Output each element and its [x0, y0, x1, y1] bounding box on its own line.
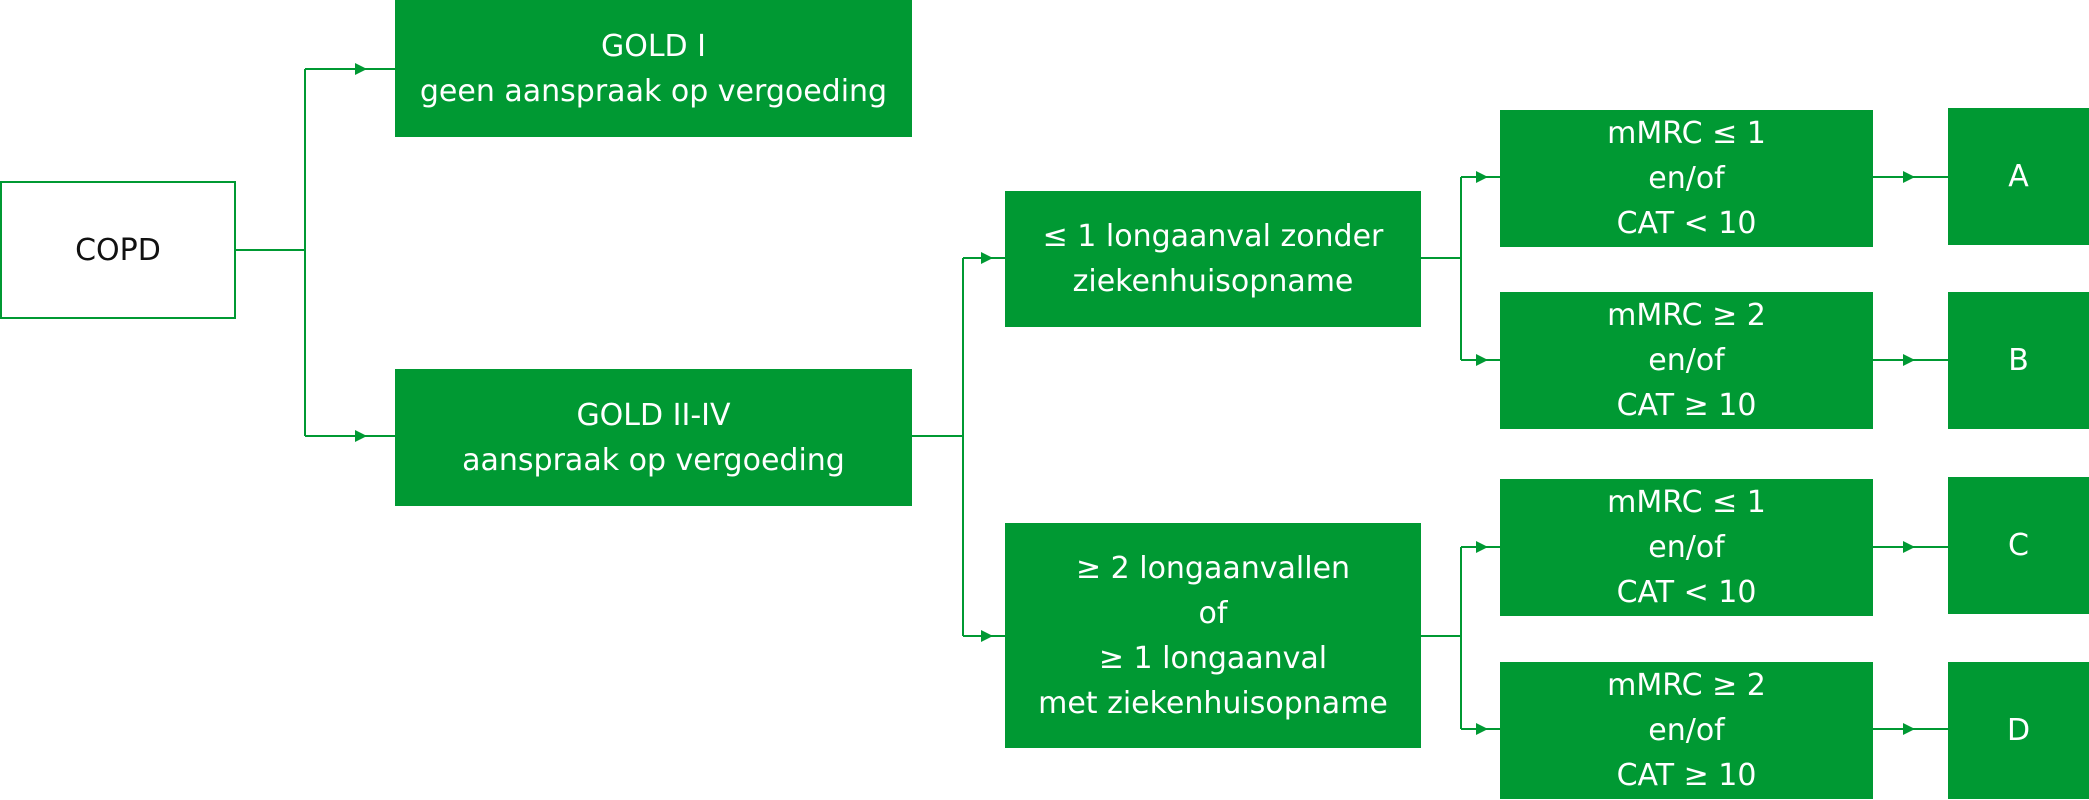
arrow-exacerbation-high [981, 630, 993, 642]
exacerbation-low-line-2: ziekenhuisopname [1072, 264, 1354, 299]
group-c-node: C [1948, 477, 2089, 614]
arrow-gold-i [355, 63, 367, 75]
copd-node: COPD [0, 181, 236, 319]
gold-ii-iv-line-2: aanspraak op vergoeding [462, 442, 845, 478]
gold-ii-iv-line-1: GOLD II-IV [576, 397, 731, 433]
exacerbation-low-node: ≤ 1 longaanval zonder ziekenhuisopname [1005, 191, 1421, 327]
criteria-node-2: mMRC ≥ 2 en/of CAT ≥ 10 [1500, 292, 1873, 429]
exacerbation-low-line-1: ≤ 1 longaanval zonder [1042, 219, 1384, 254]
group-b-node: B [1948, 292, 2089, 429]
criteria-1-connector: en/of [1648, 161, 1725, 196]
gold-i-node: GOLD I geen aanspraak op vergoeding [395, 0, 912, 137]
exacerbation-high-line-4: met ziekenhuisopname [1038, 685, 1388, 721]
connector-gold-ii-iv [912, 257, 1005, 637]
arrow-group-b [1903, 354, 1915, 366]
criteria-4-connector: en/of [1648, 713, 1725, 748]
group-d-node: D [1948, 662, 2089, 799]
criteria-node-3: mMRC ≤ 1 en/of CAT < 10 [1500, 479, 1873, 616]
criteria-4-mmrc: mMRC ≥ 2 [1607, 668, 1766, 703]
arrow-group-c [1903, 541, 1915, 553]
criteria-4-cat: CAT ≥ 10 [1616, 758, 1757, 793]
copd-label: COPD [75, 232, 161, 268]
criteria-3-cat: CAT < 10 [1616, 575, 1757, 610]
group-d-label: D [2006, 713, 2031, 748]
arrow-criteria-1 [1476, 171, 1488, 183]
gold-ii-iv-node: GOLD II-IV aanspraak op vergoeding [395, 369, 912, 506]
connector-copd [236, 68, 395, 437]
arrow-criteria-2 [1476, 354, 1488, 366]
group-a-node: A [1948, 108, 2089, 245]
criteria-3-mmrc: mMRC ≤ 1 [1607, 485, 1766, 520]
arrow-gold-ii-iv [355, 430, 367, 442]
exacerbation-high-line-3: ≥ 1 longaanval [1098, 640, 1328, 676]
criteria-node-1: mMRC ≤ 1 en/of CAT < 10 [1500, 110, 1873, 247]
criteria-1-cat: CAT < 10 [1616, 206, 1757, 241]
group-c-label: C [2008, 528, 2029, 563]
criteria-3-connector: en/of [1648, 530, 1725, 565]
criteria-2-cat: CAT ≥ 10 [1616, 388, 1757, 423]
criteria-2-connector: en/of [1648, 343, 1725, 378]
group-b-label: B [2008, 343, 2029, 378]
exacerbation-high-line-1: ≥ 2 longaanvallen [1075, 550, 1351, 586]
criteria-node-4: mMRC ≥ 2 en/of CAT ≥ 10 [1500, 662, 1873, 799]
group-a-label: A [2008, 159, 2029, 194]
gold-i-line-1: GOLD I [600, 28, 707, 64]
criteria-2-mmrc: mMRC ≥ 2 [1607, 298, 1766, 333]
connector-exacerbation-high [1421, 546, 1500, 730]
connector-exacerbation-low [1421, 176, 1500, 361]
exacerbation-high-line-2: of [1198, 595, 1228, 631]
arrow-group-a [1903, 171, 1915, 183]
arrow-group-d [1903, 723, 1915, 735]
gold-i-line-2: geen aanspraak op vergoeding [419, 73, 888, 109]
arrow-criteria-3 [1476, 541, 1488, 553]
criteria-1-mmrc: mMRC ≤ 1 [1607, 116, 1766, 151]
exacerbation-high-node: ≥ 2 longaanvallen of ≥ 1 longaanval met … [1005, 523, 1421, 748]
arrow-exacerbation-low [981, 252, 993, 264]
arrow-criteria-4 [1476, 723, 1488, 735]
